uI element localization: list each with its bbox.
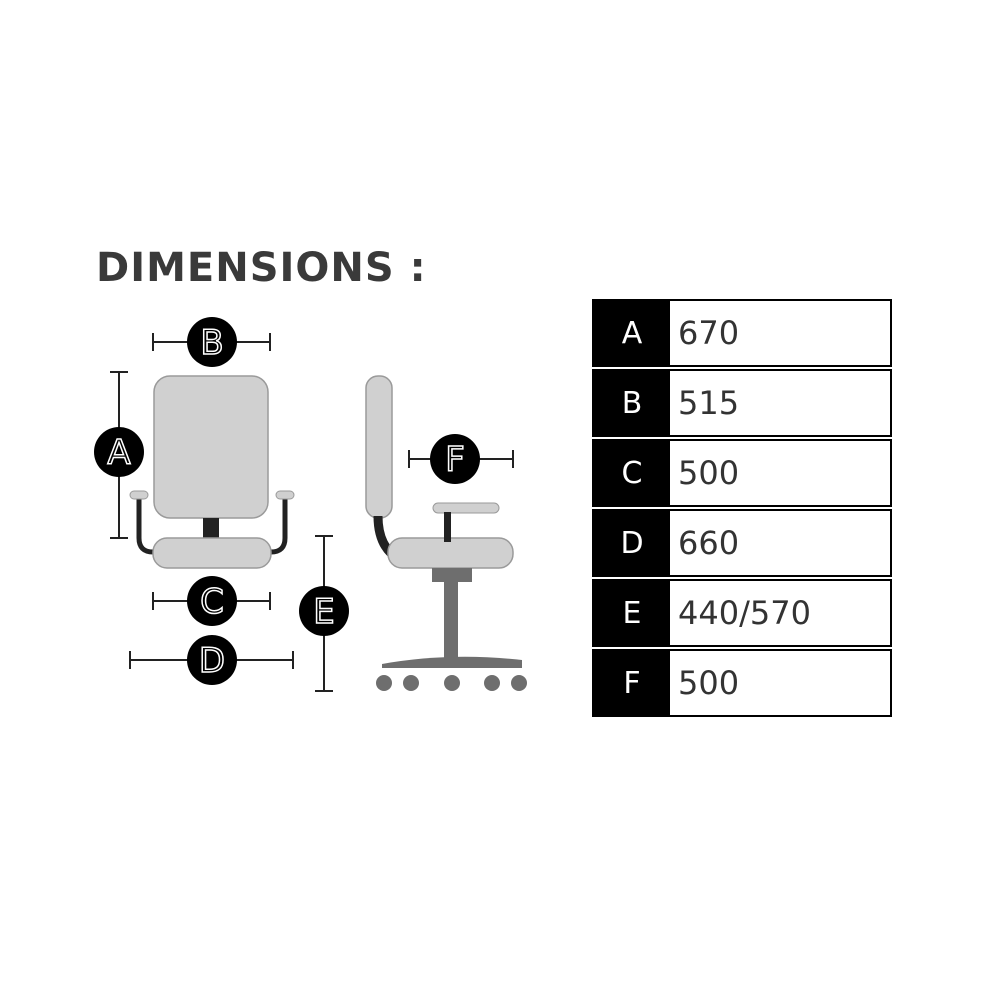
caster-1 [376,675,392,691]
row-key: A [594,301,670,365]
side-view-chair [365,375,527,691]
table-row: F 500 [592,649,892,717]
badge-a [94,427,144,477]
badge-e [299,586,349,636]
badge-b [187,317,237,367]
row-value: 500 [678,664,740,702]
front-right-armrest [270,496,288,555]
row-key: C [594,441,670,505]
front-left-armpad [129,490,149,500]
badge-b-label: B [200,323,223,363]
front-left-armrest [136,496,154,555]
caster-5 [511,675,527,691]
row-key: F [594,651,670,715]
caster-4 [484,675,500,691]
front-seat [152,537,272,569]
row-key: D [594,511,670,575]
row-value: 500 [678,454,740,492]
page-title: DIMENSIONS : [96,245,427,291]
dimension-b: B [152,317,271,367]
side-backrest [365,375,393,519]
badge-c [187,576,237,626]
row-key: B [594,371,670,435]
row-value: 515 [678,384,740,422]
caster-2 [403,675,419,691]
badge-e-label: E [313,592,334,632]
row-value: 670 [678,314,740,352]
side-mechanism [432,568,472,582]
badge-f-label: F [445,440,465,480]
side-base [382,656,522,668]
row-value: 440/570 [678,594,811,632]
side-arm-support [444,512,451,542]
table-row: A 670 [592,299,892,367]
badge-f [430,434,480,484]
dimension-f: F [408,434,514,484]
side-armpad [432,502,500,514]
table-row: E 440/570 [592,579,892,647]
front-backrest-post [203,518,219,540]
badge-c-label: C [200,582,224,622]
row-value: 660 [678,524,740,562]
front-view-chair [129,375,295,569]
caster-3 [444,675,460,691]
front-right-armpad [275,490,295,500]
badge-a-label: A [107,433,130,473]
dimensions-table: A 670 B 515 C 500 D 660 E 440/570 F 500 [592,299,892,719]
badge-d [187,635,237,685]
badge-d-label: D [199,641,225,681]
dimension-e: E [299,535,349,692]
side-gas-lift [444,582,458,658]
front-backrest [153,375,269,519]
dimension-d: D [129,635,294,685]
row-key: E [594,581,670,645]
table-row: D 660 [592,509,892,577]
dimension-c: C [152,576,271,626]
table-row: C 500 [592,439,892,507]
table-row: B 515 [592,369,892,437]
side-seat [387,537,514,569]
dimension-a: A [94,371,144,539]
